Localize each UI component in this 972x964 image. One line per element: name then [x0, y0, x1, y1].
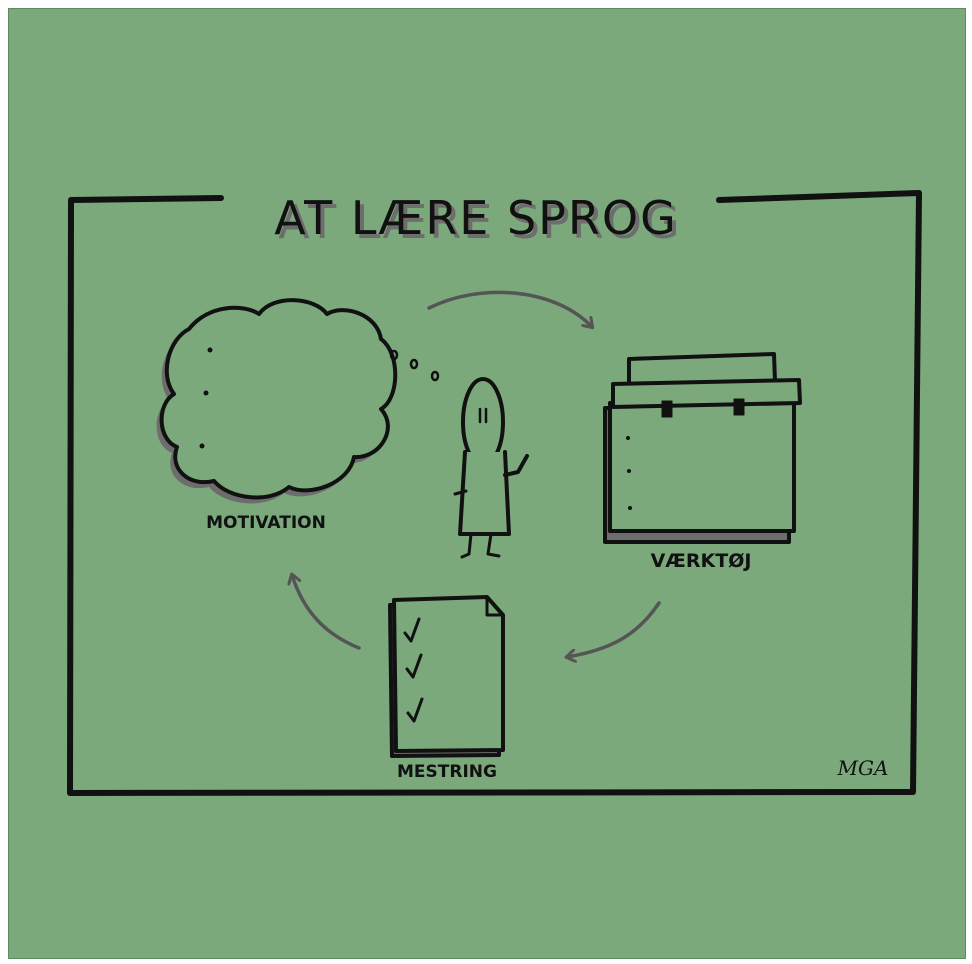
- artist-signature: MGA: [837, 756, 889, 780]
- checklist-document-icon: [390, 597, 503, 756]
- arrow-motivation-to-vaerktoj: [429, 292, 592, 327]
- illustration-canvas: AT LÆRE SPROG AT LÆRE SPROG MOTIVATION: [8, 8, 966, 959]
- label-mestring: MESTRING: [397, 762, 497, 782]
- thought-cloud-icon: [157, 300, 396, 503]
- label-motivation: MOTIVATION: [206, 513, 326, 533]
- page-title: AT LÆRE SPROG: [274, 191, 677, 245]
- stick-figure-icon: [455, 379, 527, 557]
- title-group: AT LÆRE SPROG AT LÆRE SPROG: [274, 191, 681, 249]
- arrow-vaerktoj-to-mestring: [567, 603, 659, 657]
- arrow-mestring-to-motivation: [292, 575, 359, 648]
- label-vaerktoj: VÆRKTØJ: [651, 550, 752, 572]
- toolbox-icon: [605, 354, 800, 542]
- thought-bubbles: [391, 351, 438, 380]
- diagram-svg: AT LÆRE SPROG AT LÆRE SPROG MOTIVATION: [9, 9, 967, 960]
